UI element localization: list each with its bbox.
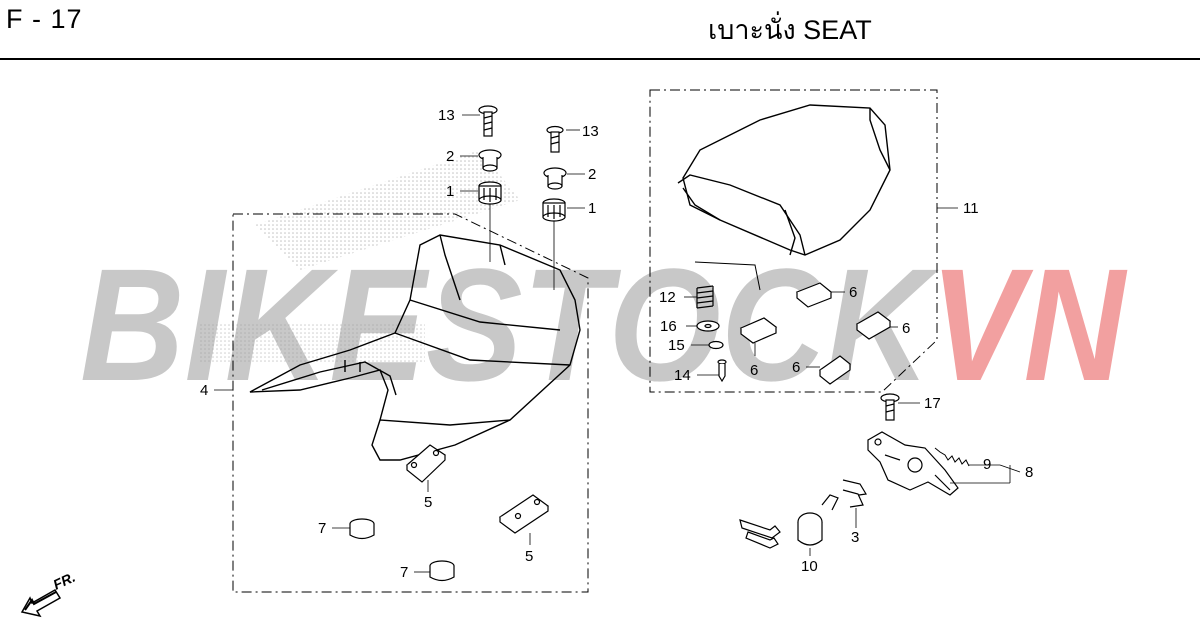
assembly-box-4 <box>232 213 589 593</box>
bumper-7-lower <box>429 560 455 582</box>
bolt-17 <box>880 393 900 421</box>
header-divider <box>0 58 1200 60</box>
callout-16: 16 <box>660 318 677 335</box>
front-direction-arrow: FR. <box>20 569 78 618</box>
page-title: เบาะนั่ง SEAT <box>708 15 872 45</box>
bolt-13-right <box>546 125 564 153</box>
cushion-6-d <box>818 355 852 385</box>
cushion-6-b <box>739 317 778 344</box>
callout-2: 2 <box>588 166 596 183</box>
callout-5: 5 <box>525 548 533 565</box>
shading <box>255 150 520 270</box>
rider-seat <box>249 234 581 461</box>
callout-10: 10 <box>801 558 818 575</box>
washer-16 <box>696 320 720 332</box>
grommet-1-right <box>542 198 566 222</box>
bumper-7-upper <box>349 518 375 540</box>
callout-6: 6 <box>902 320 910 337</box>
callout-12: 12 <box>659 289 676 306</box>
collar-2-right <box>543 167 567 190</box>
callout-1: 1 <box>588 200 596 217</box>
callout-4: 4 <box>200 382 208 399</box>
spring-12 <box>696 285 714 309</box>
cushion-5-lower <box>498 494 550 534</box>
callout-labels: 13 13 2 2 1 1 4 5 5 7 7 11 12 16 15 14 6… <box>200 107 1033 581</box>
callout-6: 6 <box>849 284 857 301</box>
callout-14: 14 <box>674 367 691 384</box>
screw-14 <box>717 359 727 383</box>
cable-3 <box>842 479 867 508</box>
callout-17: 17 <box>924 395 941 412</box>
callout-15: 15 <box>668 337 685 354</box>
callout-13: 13 <box>582 123 599 140</box>
watermark-accent: VN <box>930 235 1128 414</box>
callout-6: 6 <box>750 362 758 379</box>
callout-13: 13 <box>438 107 455 124</box>
callout-1: 1 <box>446 183 454 200</box>
callout-11: 11 <box>963 200 979 217</box>
bolt-13-left <box>478 105 498 137</box>
spring-9 <box>934 447 970 467</box>
pillion-seat <box>677 104 891 291</box>
callout-3: 3 <box>851 529 859 546</box>
collar-2-left <box>478 149 502 172</box>
leader-lines <box>214 114 1021 573</box>
callout-9: 9 <box>983 456 991 473</box>
grommet-1-left <box>478 181 502 205</box>
cushion-5-upper <box>406 444 446 483</box>
cushion-6-c <box>855 311 892 340</box>
callout-8: 8 <box>1025 464 1033 481</box>
washer-15 <box>708 340 724 350</box>
callout-7: 7 <box>318 520 326 537</box>
seat-lock-8 <box>867 431 959 496</box>
assembly-box-11 <box>649 89 938 393</box>
callout-2: 2 <box>446 148 454 165</box>
callout-7: 7 <box>400 564 408 581</box>
callout-5: 5 <box>424 494 432 511</box>
callout-6: 6 <box>792 359 800 376</box>
page-code: F - 17 <box>6 4 83 34</box>
front-direction-label: FR. <box>51 569 78 593</box>
key-cylinder-10 <box>739 494 839 549</box>
shading <box>200 322 425 362</box>
